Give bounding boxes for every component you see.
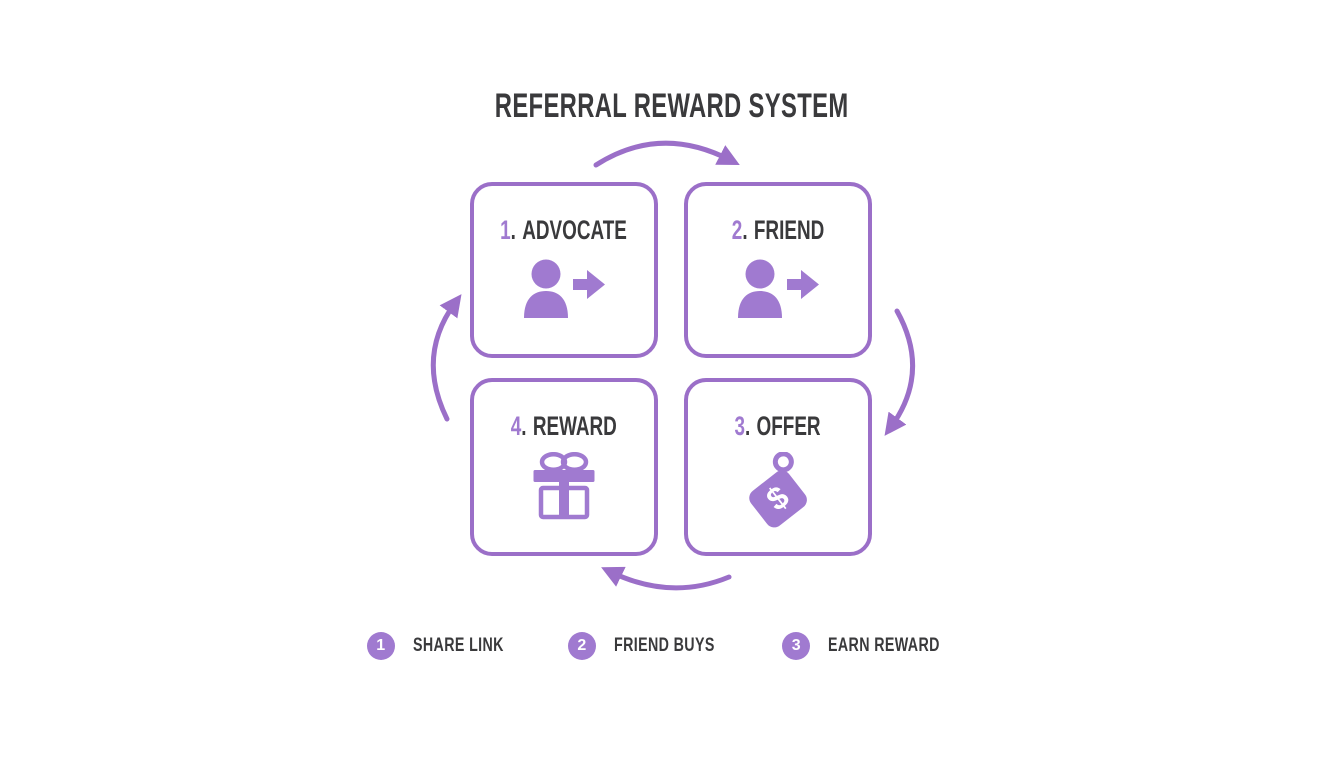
legend-label: SHARE LINK [412,635,504,656]
step-box-friend: 2.FRIEND [684,182,872,358]
step-number: 2 [731,215,743,245]
step-number: 4 [510,411,522,441]
legend-number-badge: 1 [366,632,395,660]
legend-item-earn-reward: 3 EARN REWARD [782,632,977,660]
step-heading: 1.ADVOCATE [473,216,654,244]
legend-label: FRIEND BUYS [613,635,715,656]
step-label: OFFER [757,411,822,441]
step-number-dot: . [521,411,527,441]
person-share-icon [524,259,605,318]
page-title: REFERRAL REWARD SYSTEM [495,87,849,125]
legend-number-badge: 3 [782,632,811,660]
step-number-dot: . [742,215,748,245]
legend-item-share-link: 1 SHARE LINK [366,632,534,660]
gift-icon [533,452,595,520]
arrow-reward-to-advocate-icon [430,294,462,422]
legend-number-badge: 2 [567,632,596,660]
step-box-advocate: 1.ADVOCATE [470,182,658,358]
arrow-offer-to-reward-icon [601,566,732,591]
step-box-offer: 3.OFFER $ [684,378,872,556]
arrow-advocate-to-friend-icon [593,140,740,168]
step-label: ADVOCATE [522,215,628,245]
step-heading: 2.FRIEND [712,216,844,244]
step-number-dot: . [511,215,517,245]
legend-item-friend-buys: 2 FRIEND BUYS [567,632,748,660]
step-box-reward: 4.REWARD [470,378,658,556]
price-tag-icon: $ [749,452,807,528]
step-heading: 3.OFFER [716,412,839,440]
step-label: REWARD [533,411,618,441]
person-share-icon [738,259,819,318]
step-number: 3 [734,411,746,441]
step-number-dot: . [745,411,751,441]
legend-label: EARN REWARD [828,635,940,656]
step-label: FRIEND [753,215,825,245]
arrow-friend-to-offer-icon [884,308,915,436]
step-number: 1 [500,215,512,245]
step-heading: 4.REWARD [488,412,640,440]
legend: 1 SHARE LINK 2 FRIEND BUYS 3 EARN REWARD [0,632,1344,660]
